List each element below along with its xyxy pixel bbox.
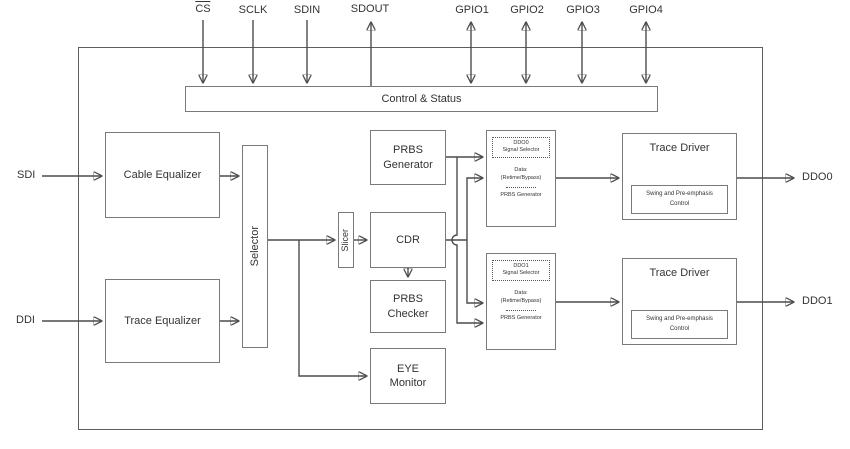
trace-driver-0-block: Trace Driver Swing and Pre-emphasis Cont… [622,133,737,220]
pin-gpio2: GPIO2 [510,4,544,16]
pin-ddo0: DDO0 [802,171,833,183]
prbs-generator-label: PRBS Generator [383,144,433,171]
ddo0-title-line1: DDO0 [513,140,529,146]
cable-equalizer-label: Cable Equalizer [123,168,202,181]
slicer-label: Slicer [340,228,351,252]
pin-cs-label: CS [195,1,211,15]
ddo1-title-line2: Signal Selector [502,270,540,277]
trace-equalizer-label: Trace Equalizer [124,314,201,327]
selector-block: Selector [242,145,268,348]
trace-driver-1-swing-control: Swing and Pre-emphasis Control [631,310,728,339]
trace-driver-1-title: Trace Driver [649,267,710,279]
cdr-block: CDR [370,212,446,268]
pin-sdi: SDI [17,169,36,181]
control-status-label: Control & Status [381,92,462,105]
ddo0-data-label: Data: (Retime/Bypass) [500,166,542,182]
cable-equalizer-block: Cable Equalizer [105,132,220,218]
pin-gpio3: GPIO3 [566,4,600,16]
trace-driver-0-title: Trace Driver [649,142,710,154]
trace-equalizer-block: Trace Equalizer [105,279,220,363]
ddo1-title-line1: DDO1 [513,263,529,269]
ddo0-signal-selector-block: DDO0 Signal Selector Data: (Retime/Bypas… [486,130,556,227]
ddo1-prbs-label: PRBS Generator [500,315,542,322]
control-status-block: Control & Status [185,86,658,112]
chip-outline [78,47,763,430]
pin-gpio1: GPIO1 [455,4,489,16]
ddo0-prbs-label: PRBS Generator [500,192,542,199]
pin-sdout: SDOUT [350,3,390,15]
prbs-checker-block: PRBS Checker [370,280,446,333]
trace-driver-0-swing-control: Swing and Pre-emphasis Control [631,185,728,214]
pin-sdin: SDIN [293,4,321,16]
dotted-separator [506,187,536,189]
pin-sclk: SCLK [238,4,268,16]
ddo1-selector-title: DDO1 Signal Selector [492,260,550,281]
trace-driver-1-block: Trace Driver Swing and Pre-emphasis Cont… [622,258,737,345]
ddo1-signal-selector-block: DDO1 Signal Selector Data: (Retime/Bypas… [486,253,556,350]
slicer-block: Slicer [338,212,354,268]
prbs-generator-block: PRBS Generator [370,130,446,185]
pin-ddi: DDI [16,314,35,326]
pin-ddo1: DDO1 [802,295,833,307]
eye-monitor-block: EYE Monitor [370,348,446,404]
dotted-separator [506,310,536,312]
cdr-label: CDR [396,233,420,246]
ddo0-title-line2: Signal Selector [502,147,540,154]
selector-label: Selector [248,226,261,267]
ddo0-selector-title: DDO0 Signal Selector [492,137,550,158]
ddo1-data-label: Data: (Retime/Bypass) [500,289,542,305]
eye-monitor-label: EYE Monitor [389,362,427,389]
prbs-checker-label: PRBS Checker [387,293,429,320]
pin-cs: CS [195,1,211,15]
pin-gpio4: GPIO4 [629,4,663,16]
